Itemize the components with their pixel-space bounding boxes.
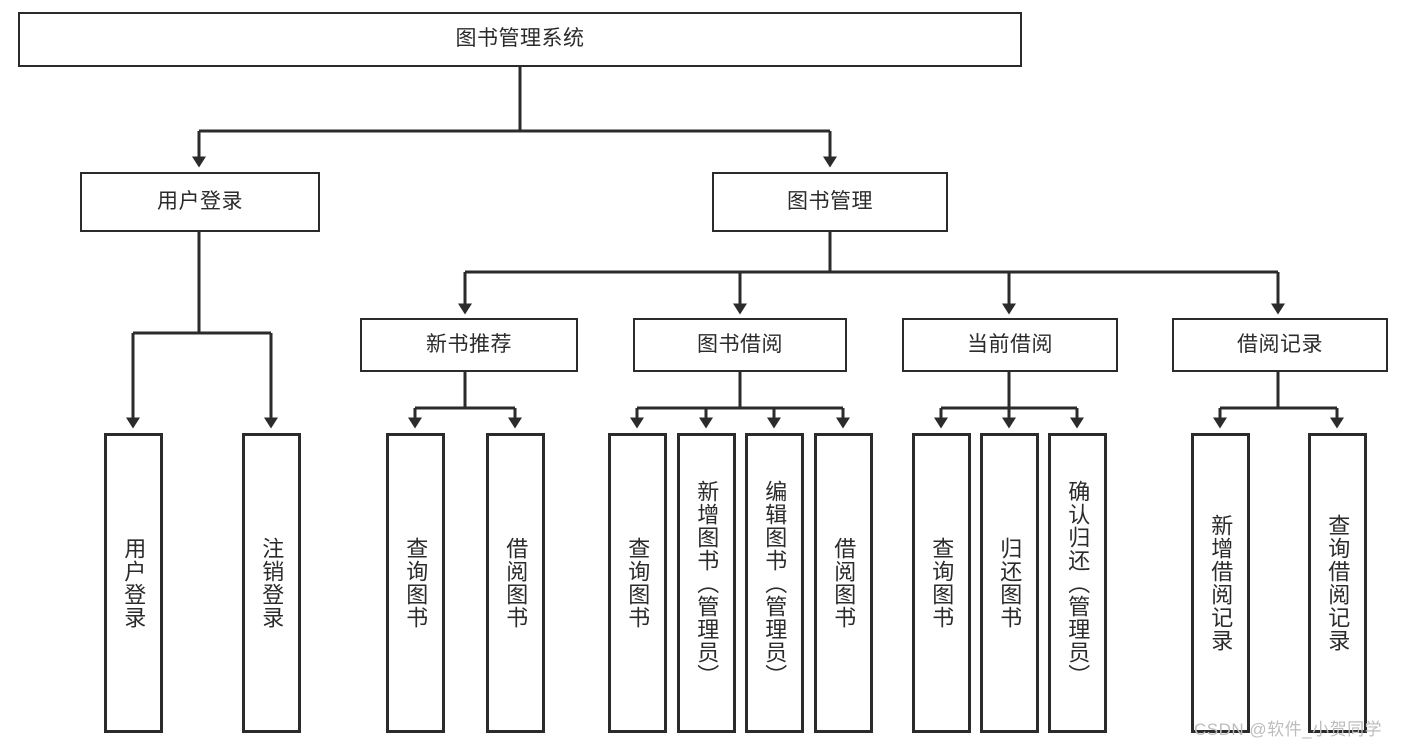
leaf-new-book-query-book-label: 查询图书 xyxy=(403,537,429,629)
node-book-manage-label: 图书管理 xyxy=(787,189,873,213)
leaf-borrow-record-query-record[interactable]: 查询借阅记录 xyxy=(1308,433,1367,733)
leaf-current-borrow-confirm-return-label: 确认归还（管理员） xyxy=(1065,479,1091,687)
leaf-book-borrow-borrow-book-label: 借阅图书 xyxy=(831,537,857,629)
leaf-borrow-record-add-record[interactable]: 新增借阅记录 xyxy=(1191,433,1250,733)
node-book-manage[interactable]: 图书管理 xyxy=(712,172,948,232)
leaf-new-book-query-book[interactable]: 查询图书 xyxy=(386,433,445,733)
leaf-borrow-record-query-record-label: 查询借阅记录 xyxy=(1325,514,1351,652)
node-borrow-record[interactable]: 借阅记录 xyxy=(1172,318,1388,372)
leaf-user-login-login-label: 用户登录 xyxy=(121,537,147,629)
leaf-new-book-borrow-book-label: 借阅图书 xyxy=(503,537,529,629)
node-user-login-label: 用户登录 xyxy=(157,189,243,213)
leaf-current-borrow-query-book-label: 查询图书 xyxy=(929,537,955,629)
node-borrow-record-label: 借阅记录 xyxy=(1237,332,1323,356)
leaf-book-borrow-query-book-label: 查询图书 xyxy=(625,537,651,629)
node-current-borrow-label: 当前借阅 xyxy=(967,332,1053,356)
leaf-borrow-record-add-record-label: 新增借阅记录 xyxy=(1208,514,1234,652)
node-book-borrow[interactable]: 图书借阅 xyxy=(633,318,847,372)
leaf-current-borrow-return-book[interactable]: 归还图书 xyxy=(980,433,1039,733)
leaf-book-borrow-edit-book-label: 编辑图书（管理员） xyxy=(762,479,788,687)
leaf-current-borrow-query-book[interactable]: 查询图书 xyxy=(912,433,971,733)
node-root[interactable]: 图书管理系统 xyxy=(18,12,1022,67)
leaf-book-borrow-edit-book[interactable]: 编辑图书（管理员） xyxy=(745,433,804,733)
node-book-borrow-label: 图书借阅 xyxy=(697,332,783,356)
leaf-new-book-borrow-book[interactable]: 借阅图书 xyxy=(486,433,545,733)
leaf-book-borrow-query-book[interactable]: 查询图书 xyxy=(608,433,667,733)
leaf-user-login-logout-label: 注销登录 xyxy=(259,537,285,629)
node-new-book-recommend-label: 新书推荐 xyxy=(426,332,512,356)
node-user-login[interactable]: 用户登录 xyxy=(80,172,320,232)
node-new-book-recommend[interactable]: 新书推荐 xyxy=(360,318,578,372)
csdn-watermark: CSDN @软件_小贺同学 xyxy=(1194,720,1383,739)
leaf-book-borrow-add-book[interactable]: 新增图书（管理员） xyxy=(677,433,736,733)
leaf-book-borrow-borrow-book[interactable]: 借阅图书 xyxy=(814,433,873,733)
node-root-label: 图书管理系统 xyxy=(455,27,585,51)
leaf-user-login-logout[interactable]: 注销登录 xyxy=(242,433,301,733)
node-current-borrow[interactable]: 当前借阅 xyxy=(902,318,1118,372)
leaf-current-borrow-return-book-label: 归还图书 xyxy=(997,537,1023,629)
leaf-book-borrow-add-book-label: 新增图书（管理员） xyxy=(694,479,720,687)
leaf-current-borrow-confirm-return[interactable]: 确认归还（管理员） xyxy=(1048,433,1107,733)
leaf-user-login-login[interactable]: 用户登录 xyxy=(104,433,163,733)
